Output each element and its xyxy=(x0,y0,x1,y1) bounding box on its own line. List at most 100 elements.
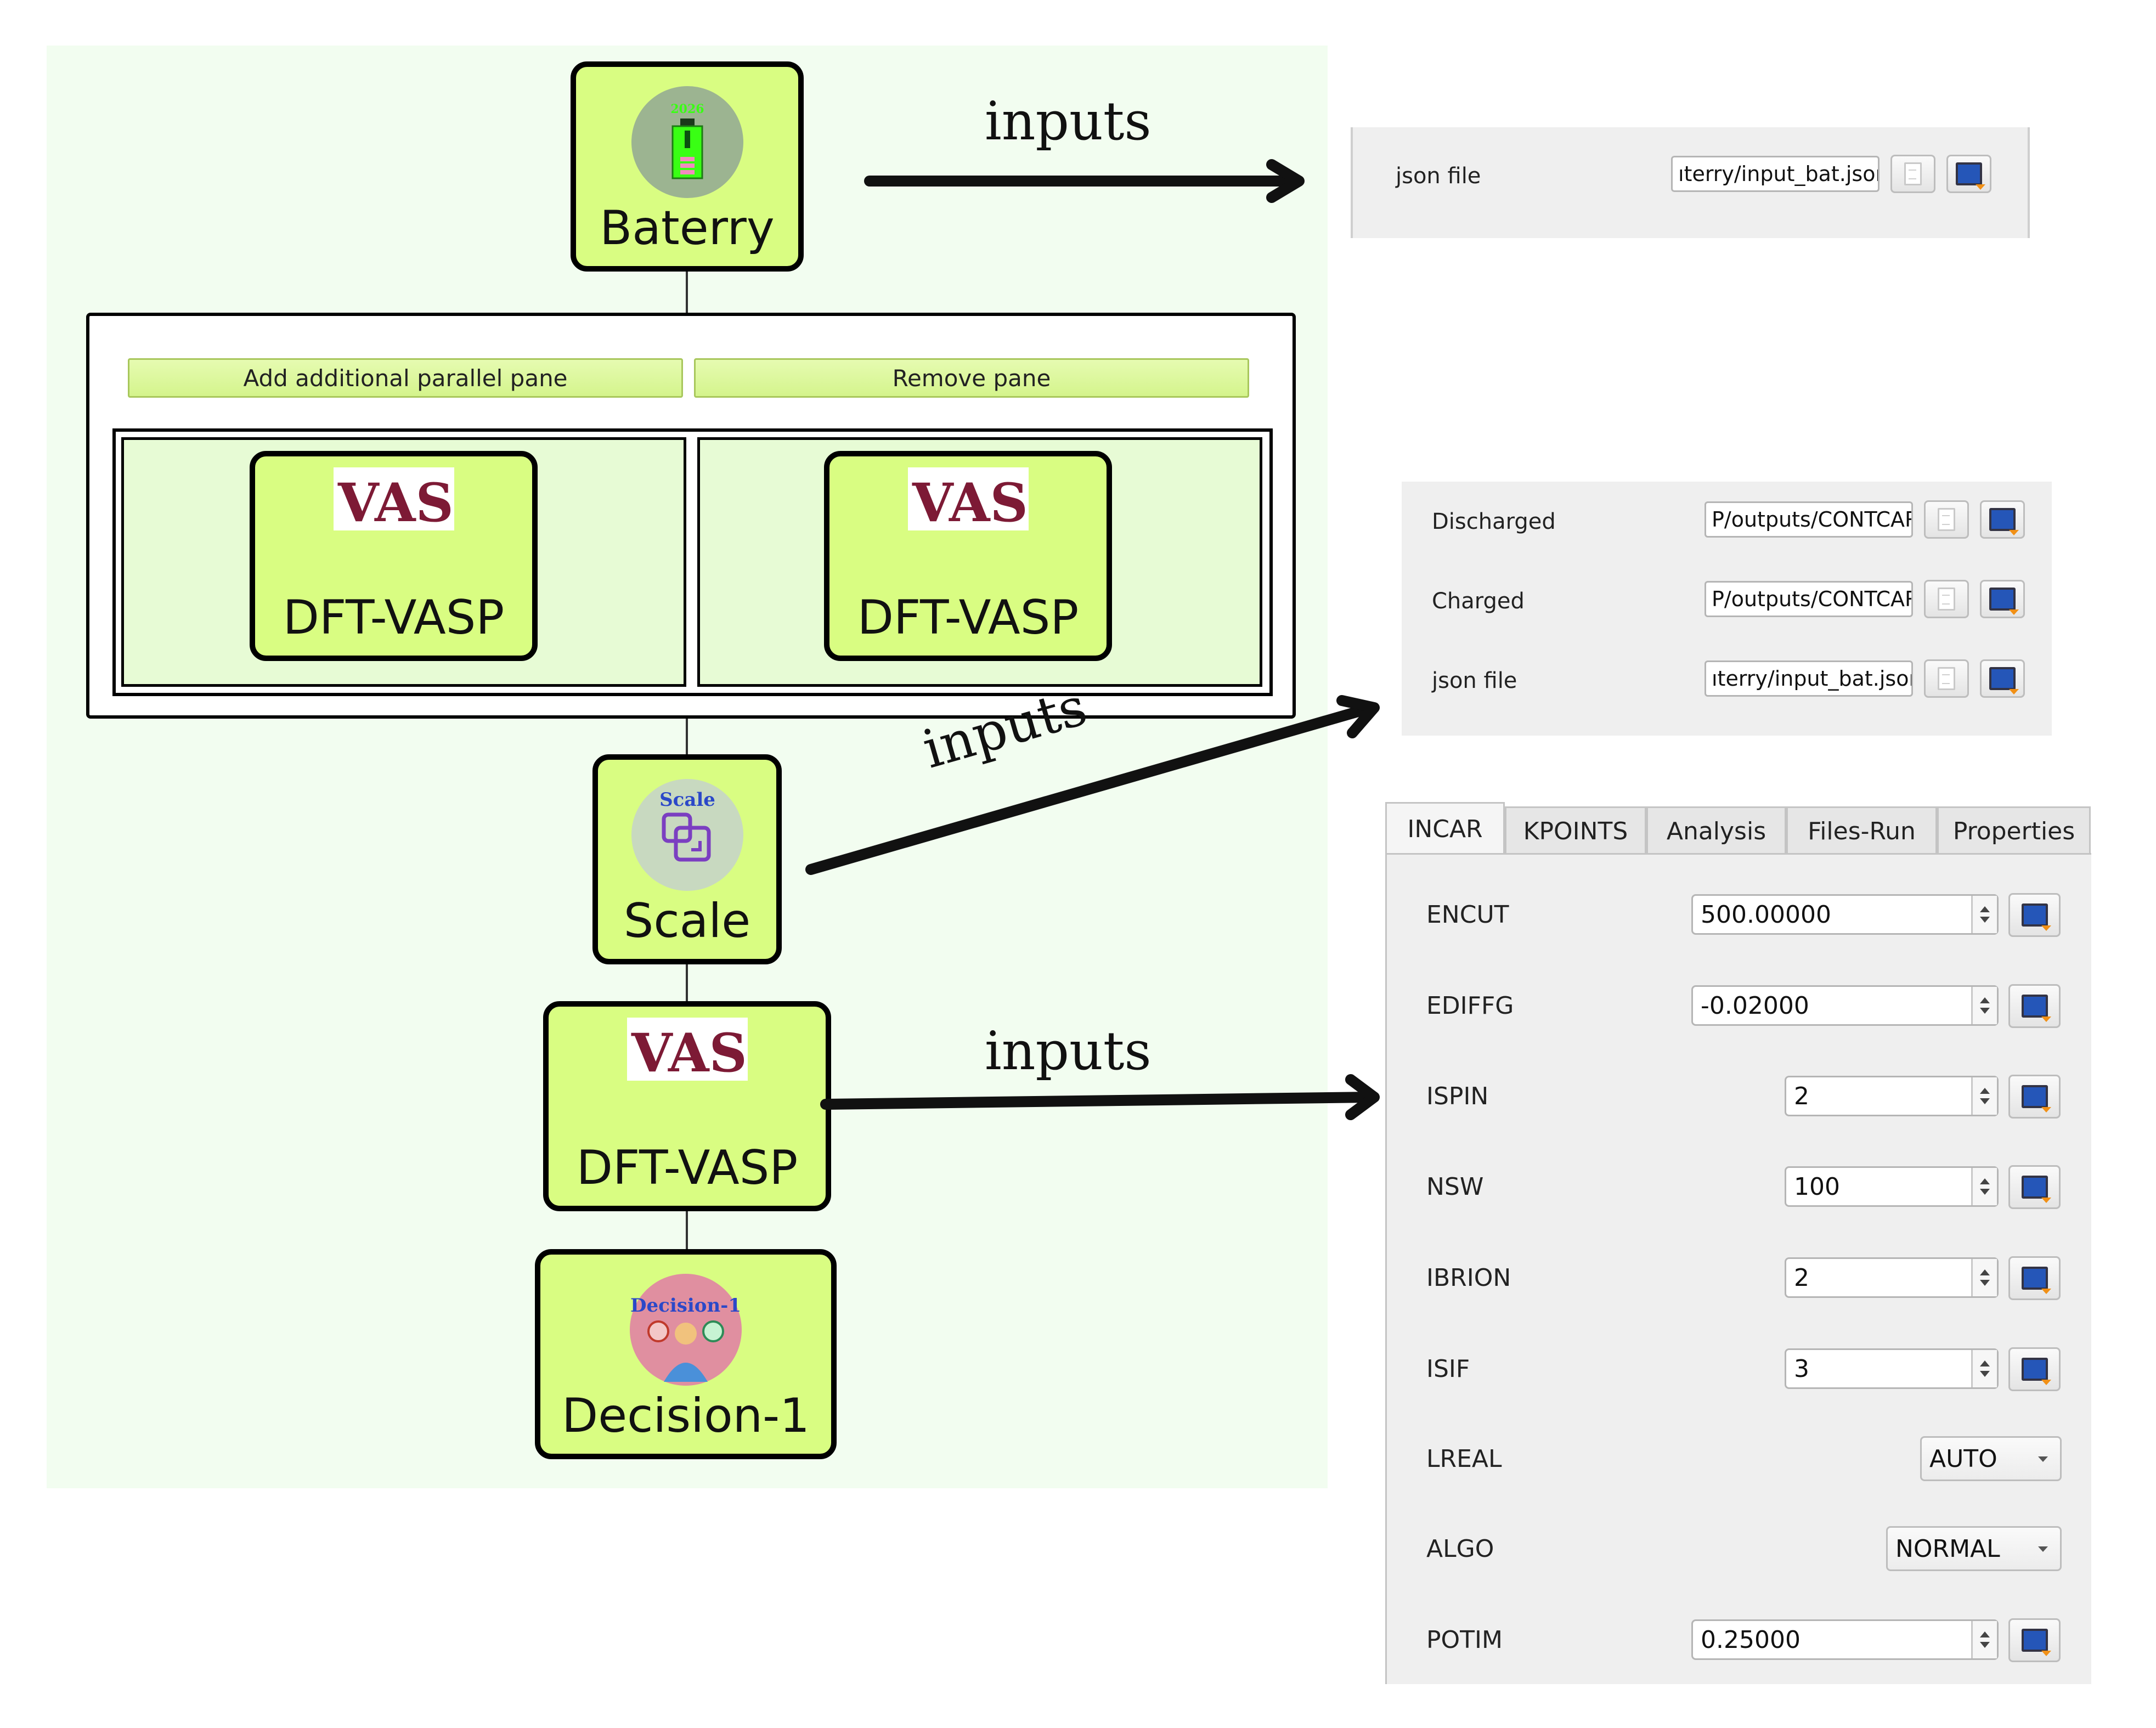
vasp-logo-icon: VASP xyxy=(333,467,454,530)
browse-file-button[interactable] xyxy=(1924,580,1969,618)
lreal-dropdown[interactable]: AUTO xyxy=(1920,1436,2062,1481)
arrow-label-top: inputs xyxy=(985,91,1152,152)
browse-file-button[interactable] xyxy=(1924,659,1969,698)
tab-analysis[interactable]: Analysis xyxy=(1646,806,1786,855)
monitor-icon xyxy=(1956,162,1985,190)
arrow-top xyxy=(864,159,1305,203)
arrow-bottom xyxy=(820,1074,1380,1120)
tab-files-run[interactable]: Files-Run xyxy=(1786,806,1937,855)
monitor-link-button[interactable] xyxy=(2008,984,2061,1028)
monitor-link-button[interactable] xyxy=(1946,155,1991,193)
spin-arrows-icon[interactable] xyxy=(1971,1168,1997,1205)
dft-vasp-node-right[interactable]: VASP DFT-VASP xyxy=(824,451,1112,661)
monitor-link-button[interactable] xyxy=(1980,580,2025,618)
connector-line xyxy=(686,719,688,757)
discharged-label: Discharged xyxy=(1432,509,1556,534)
battery-icon-text: 2026 xyxy=(670,102,704,116)
param-label-lreal: LREAL xyxy=(1426,1445,1502,1473)
tab-incar[interactable]: INCAR xyxy=(1385,802,1505,855)
monitor-link-button[interactable] xyxy=(1980,500,2025,539)
monitor-link-button[interactable] xyxy=(1980,659,2025,698)
ediffg-spinbox[interactable]: -0.02000 xyxy=(1691,985,1999,1026)
nsw-spinbox[interactable]: 100 xyxy=(1785,1166,1999,1207)
json-file-label: json file xyxy=(1396,163,1481,189)
dft-vasp-right-label: DFT-VASP xyxy=(857,590,1079,645)
browse-file-button[interactable] xyxy=(1890,155,1935,193)
connector-line xyxy=(686,1210,688,1251)
spin-arrows-icon[interactable] xyxy=(1971,1350,1997,1387)
decision-node[interactable]: Decision-1 Decision-1 xyxy=(535,1249,837,1459)
incar-panel: ENCUT 500.00000 EDIFFG -0.02000 ISPIN 2 … xyxy=(1385,853,2091,1684)
json-file-field[interactable]: ıterry/input_bat.json xyxy=(1705,660,1913,697)
monitor-link-button[interactable] xyxy=(2008,1075,2061,1119)
vasp-logo-icon: VASP xyxy=(907,467,1029,530)
monitor-link-button[interactable] xyxy=(2008,1618,2061,1662)
param-label-ibrion: IBRION xyxy=(1426,1264,1511,1292)
remove-pane-button[interactable]: Remove pane xyxy=(694,358,1249,398)
file-icon xyxy=(1904,162,1922,185)
charged-label: Charged xyxy=(1432,589,1525,614)
spin-arrows-icon[interactable] xyxy=(1971,1259,1997,1296)
monitor-icon xyxy=(1989,588,2019,615)
param-label-encut: ENCUT xyxy=(1426,901,1509,929)
connector-line xyxy=(686,963,688,1002)
ibrion-spinbox[interactable]: 2 xyxy=(1785,1257,1999,1298)
monitor-link-button[interactable] xyxy=(2008,1165,2061,1209)
encut-spinbox[interactable]: 500.00000 xyxy=(1691,894,1999,935)
monitor-link-button[interactable] xyxy=(2008,1256,2061,1300)
vasp-logo-text: VASP xyxy=(631,1022,748,1081)
param-label-potim: POTIM xyxy=(1426,1626,1503,1654)
scale-node[interactable]: Scale Scale xyxy=(592,754,782,964)
param-label-nsw: NSW xyxy=(1426,1173,1484,1201)
vasp-logo-icon: VASP xyxy=(627,1018,748,1081)
dft-vasp-node-bottom[interactable]: VASP DFT-VASP xyxy=(543,1001,831,1211)
param-label-ispin: ISPIN xyxy=(1426,1082,1489,1110)
chevron-down-icon xyxy=(2038,1546,2048,1552)
potim-spinbox[interactable]: 0.25000 xyxy=(1691,1619,1999,1660)
monitor-link-button[interactable] xyxy=(2008,893,2061,937)
tab-properties[interactable]: Properties xyxy=(1937,806,2091,855)
file-icon xyxy=(1938,667,1955,690)
battery-node-label: Baterry xyxy=(600,201,775,256)
monitor-icon xyxy=(2021,1358,2051,1385)
tab-kpoints[interactable]: KPOINTS xyxy=(1505,806,1646,855)
spin-arrows-icon[interactable] xyxy=(1971,987,1997,1024)
discharged-field[interactable]: P/outputs/CONTCAR xyxy=(1705,501,1913,538)
decision-icon-text: Decision-1 xyxy=(630,1295,741,1317)
dft-vasp-bottom-label: DFT-VASP xyxy=(576,1140,798,1195)
dft-vasp-left-label: DFT-VASP xyxy=(283,590,505,645)
isif-spinbox[interactable]: 3 xyxy=(1785,1348,1999,1389)
dft-vasp-node-left[interactable]: VASP DFT-VASP xyxy=(250,451,538,661)
spin-arrows-icon[interactable] xyxy=(1971,1077,1997,1115)
monitor-icon xyxy=(2021,995,2051,1022)
battery-node[interactable]: 2026 Baterry xyxy=(571,61,804,272)
monitor-icon xyxy=(2021,903,2051,931)
chevron-down-icon xyxy=(2038,1456,2048,1462)
monitor-icon xyxy=(2021,1085,2051,1113)
algo-dropdown[interactable]: NORMAL xyxy=(1886,1526,2062,1571)
monitor-icon xyxy=(1989,508,2019,535)
browse-file-button[interactable] xyxy=(1924,500,1969,539)
scale-inputs-panel: Discharged P/outputs/CONTCAR Charged P/o… xyxy=(1402,482,2052,736)
connector-line xyxy=(686,269,688,313)
monitor-icon xyxy=(2021,1629,2051,1656)
json-file-label: json file xyxy=(1432,668,1517,693)
spin-arrows-icon[interactable] xyxy=(1971,1621,1997,1658)
spin-arrows-icon[interactable] xyxy=(1971,896,1997,933)
battery-icon: 2026 xyxy=(631,86,743,198)
file-icon xyxy=(1938,588,1955,611)
json-file-field[interactable]: ıterry/input_bat.json xyxy=(1671,156,1880,192)
file-icon xyxy=(1938,508,1955,531)
ispin-spinbox[interactable]: 2 xyxy=(1785,1076,1999,1116)
monitor-link-button[interactable] xyxy=(2008,1347,2061,1391)
monitor-icon xyxy=(1989,667,2019,694)
charged-field[interactable]: P/outputs/CONTCAR xyxy=(1705,581,1913,617)
arrow-middle xyxy=(805,695,1380,875)
vasp-logo-text: VASP xyxy=(912,472,1029,530)
param-label-isif: ISIF xyxy=(1426,1355,1470,1383)
arrow-label-bottom: inputs xyxy=(985,1020,1152,1082)
battery-inputs-panel: json file ıterry/input_bat.json xyxy=(1351,127,2030,238)
add-parallel-pane-button[interactable]: Add additional parallel pane xyxy=(128,358,683,398)
scale-icon-text: Scale xyxy=(659,789,715,811)
